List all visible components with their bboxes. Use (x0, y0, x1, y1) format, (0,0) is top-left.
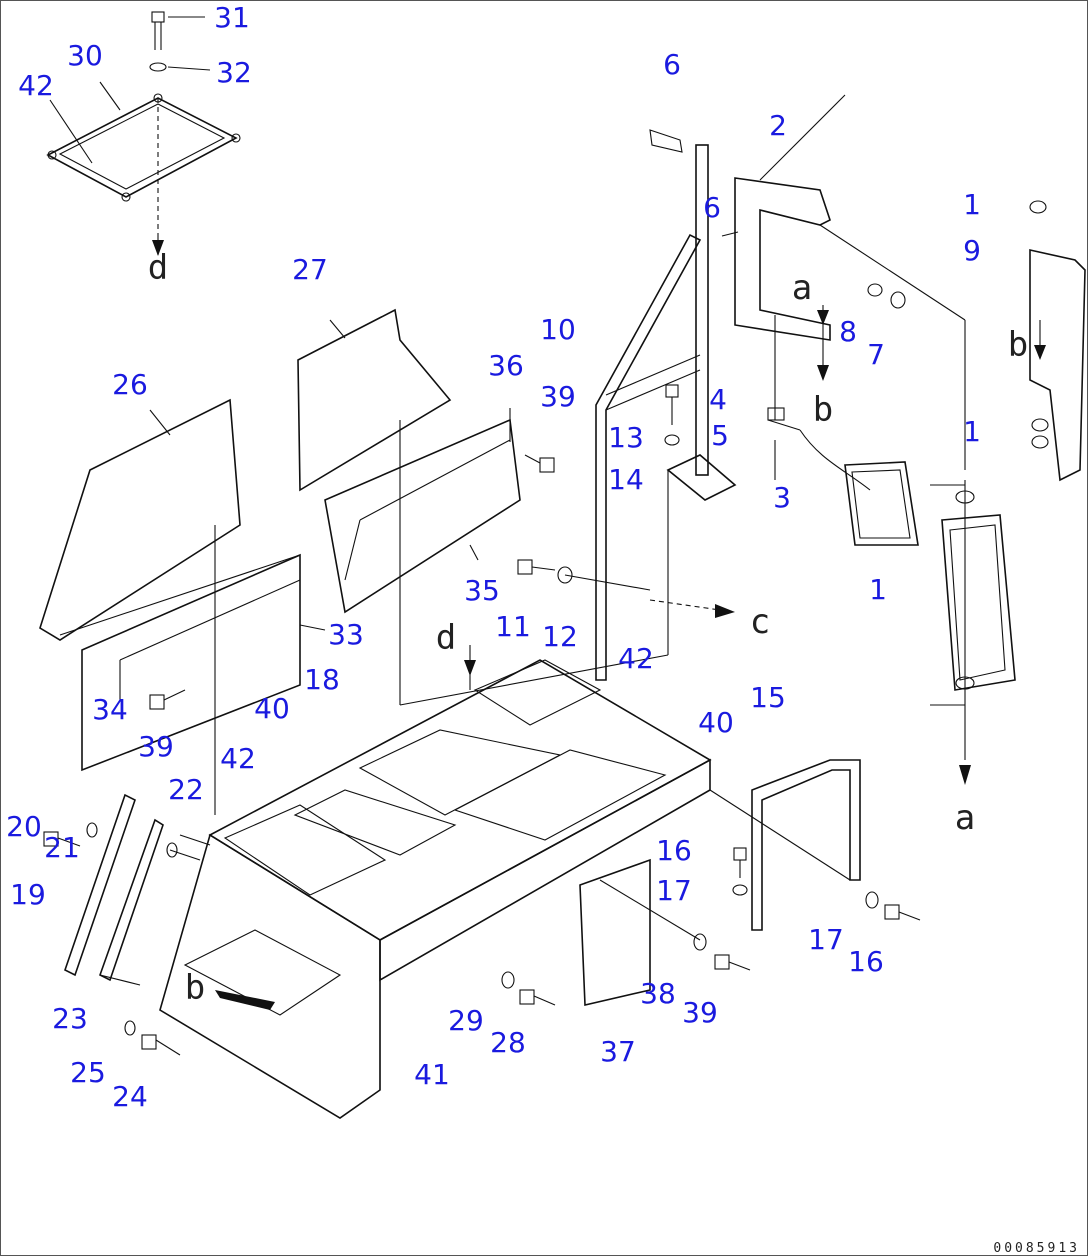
callout-39b: 39 (138, 730, 174, 763)
callout-28: 28 (490, 1026, 526, 1059)
fasteners (43, 283, 921, 1056)
main-body-18 (159, 659, 712, 1119)
mirror-bracket-2 (734, 94, 966, 470)
callout-8: 8 (839, 315, 857, 348)
callout-41: 41 (414, 1058, 450, 1091)
callout-11: 11 (495, 610, 531, 643)
callout-6b: 6 (703, 191, 721, 224)
ref-b-right: b (1007, 325, 1029, 365)
callout-7: 7 (867, 338, 885, 371)
callout-5: 5 (711, 419, 729, 452)
callout-18: 18 (304, 663, 340, 696)
callout-29: 29 (448, 1004, 484, 1037)
callout-22: 22 (168, 773, 204, 806)
panel-27 (297, 308, 521, 705)
callout-23: 23 (52, 1002, 88, 1035)
callout-17a: 17 (656, 874, 692, 907)
callout-6a: 6 (663, 48, 681, 81)
callout-12: 12 (542, 620, 578, 653)
drawing-code: 00085913 (993, 1241, 1080, 1256)
callout-4: 4 (709, 383, 727, 416)
ref-c-right: c (749, 602, 771, 642)
callout-1a: 1 (963, 188, 981, 221)
side-panel-26 (39, 398, 301, 815)
callout-33: 33 (328, 618, 364, 651)
callout-25: 25 (70, 1056, 106, 1089)
callout-3: 3 (773, 481, 791, 514)
callout-9: 9 (963, 234, 981, 267)
callout-37: 37 (600, 1035, 636, 1068)
callout-32: 32 (216, 56, 252, 89)
cover-plate-30 (46, 11, 241, 256)
callout-24: 24 (112, 1080, 148, 1113)
callout-14: 14 (608, 463, 644, 496)
mirror-upper-right (1029, 200, 1086, 482)
handrail-10 (399, 129, 739, 706)
mirror-3 (767, 407, 919, 546)
callout-39c: 39 (682, 996, 718, 1029)
callout-38: 38 (640, 977, 676, 1010)
callout-42b: 42 (618, 642, 654, 675)
callout-30: 30 (67, 39, 103, 72)
callout-17b: 17 (808, 923, 844, 956)
ref-a-bottom: a (954, 798, 976, 838)
callout-35: 35 (464, 574, 500, 607)
callout-26: 26 (112, 368, 148, 401)
callout-34: 34 (92, 693, 128, 726)
callout-16a: 16 (656, 834, 692, 867)
callout-21: 21 (44, 831, 80, 864)
ref-b-mid: b (812, 390, 834, 430)
callout-40a: 40 (254, 692, 290, 725)
guard-15 (709, 759, 861, 931)
callout-1b: 1 (963, 415, 981, 448)
callout-20: 20 (6, 810, 42, 843)
callout-31: 31 (214, 1, 250, 34)
ref-d-mid: d (435, 618, 457, 658)
callout-39a: 39 (540, 380, 576, 413)
step-19 (64, 793, 201, 986)
callout-27: 27 (292, 253, 328, 286)
callout-15: 15 (750, 681, 786, 714)
panel-37 (579, 858, 701, 1006)
ref-d-top: d (147, 248, 169, 288)
callout-36: 36 (488, 349, 524, 382)
callout-40b: 40 (698, 706, 734, 739)
callout-13: 13 (608, 421, 644, 454)
side-panel-33 (81, 553, 326, 772)
callout-42c: 42 (220, 742, 256, 775)
mirror-1 (930, 480, 1016, 785)
ref-a-top: a (791, 268, 813, 308)
ref-b-left: b (184, 968, 206, 1008)
callout-10: 10 (540, 313, 576, 346)
callout-19: 19 (10, 878, 46, 911)
callout-42a: 42 (18, 69, 54, 102)
callout-1c: 1 (869, 573, 887, 606)
callout-2: 2 (769, 109, 787, 142)
callout-16b: 16 (848, 945, 884, 978)
